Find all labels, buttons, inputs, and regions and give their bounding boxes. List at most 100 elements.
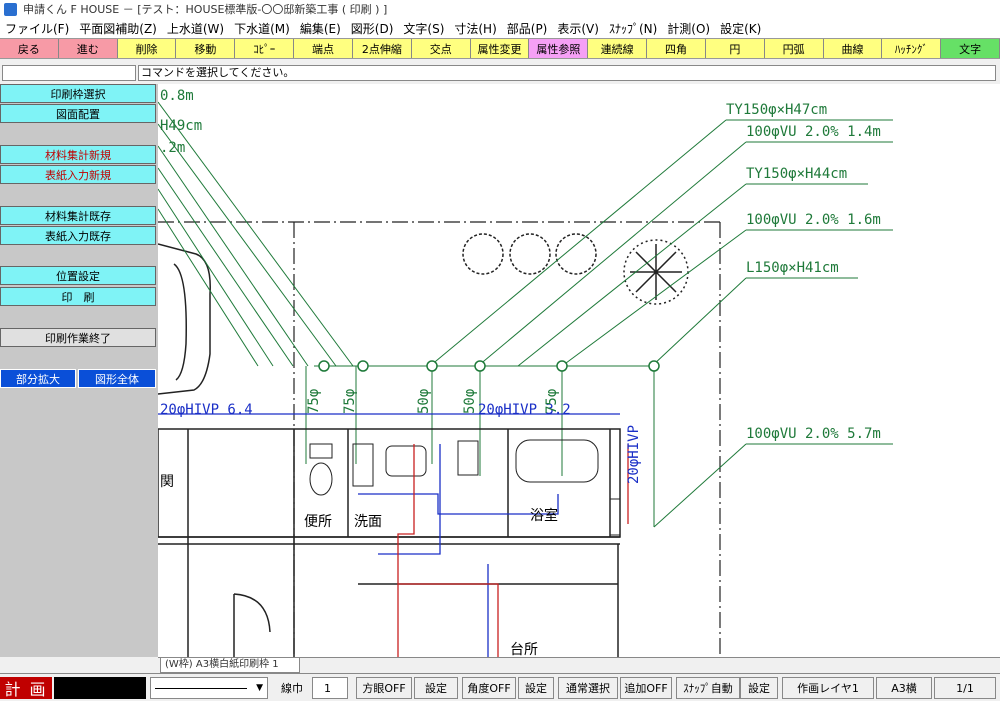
attribute-change-button[interactable]: 属性変更 <box>470 39 530 58</box>
material-new-button[interactable]: 材料集計新規 <box>0 145 156 164</box>
print-end-button[interactable]: 印刷作業終了 <box>0 328 156 347</box>
line-style-select[interactable]: ▼ <box>150 677 268 699</box>
room-toilet: 便所 <box>304 514 332 530</box>
attribute-reference-button[interactable]: 属性参照 <box>529 39 589 58</box>
linewidth-stepper[interactable]: 1 <box>312 677 348 699</box>
hatching-button[interactable]: ﾊｯﾁﾝｸﾞ <box>882 39 942 58</box>
title-bar: 申請くん F HOUSE － [テスト：HOUSE標準版-〇〇邸新築工事 ( 印… <box>0 0 1000 18</box>
room-entrance: 関 <box>160 474 174 490</box>
label-hivp64: 20φHIVP 6.4 <box>160 402 253 418</box>
tab-print-frame[interactable]: (W枠) A3横白紙印刷枠 1 <box>160 658 300 673</box>
whole-figure-button[interactable]: 図形全体 <box>78 369 156 388</box>
toolbar: 戻る 進む 削除 移動 ｺﾋﾟｰ 端点 2点伸縮 交点 属性変更 属性参照 連続… <box>0 38 1000 59</box>
intersection-button[interactable]: 交点 <box>411 39 471 58</box>
add-mode-toggle[interactable]: 追加OFF <box>620 677 672 699</box>
label-50b: 50φ <box>462 389 478 414</box>
label-08m: 0.8m <box>160 88 194 104</box>
menu-parts[interactable]: 部品(P) <box>506 21 548 36</box>
drawing-svg: 0.8m H49cm .2m TY150φ×H47cm 100φVU 2.0% … <box>158 88 893 657</box>
drawing-labels: 0.8m H49cm .2m TY150φ×H47cm 100φVU 2.0% … <box>160 88 881 657</box>
water-piping <box>158 413 629 657</box>
linewidth-label: 線巾 <box>272 677 312 699</box>
cover-existing-button[interactable]: 表紙入力既存 <box>0 226 156 245</box>
command-input[interactable] <box>2 65 136 81</box>
room-bath: 浴室 <box>530 507 558 524</box>
label-h49: H49cm <box>160 118 202 134</box>
pipe-leaders <box>158 101 893 528</box>
endpoint-button[interactable]: 端点 <box>294 39 353 58</box>
menu-file[interactable]: ファイル(F) <box>5 21 70 36</box>
copy-button[interactable]: ｺﾋﾟｰ <box>235 39 295 58</box>
linewidth-value: 1 <box>324 681 331 695</box>
material-existing-button[interactable]: 材料集計既存 <box>0 206 156 225</box>
snap-setting-button[interactable]: 設定 <box>740 677 778 699</box>
fixtures <box>309 439 621 536</box>
tab-bar: (W枠) A3横白紙印刷枠 1 <box>158 657 1000 673</box>
figure-place-button[interactable]: 図面配置 <box>0 104 156 123</box>
label-50a: 50φ <box>416 389 432 414</box>
cover-new-button[interactable]: 表紙入力新規 <box>0 165 156 184</box>
delete-button[interactable]: 削除 <box>117 39 177 58</box>
text-button[interactable]: 文字 <box>941 39 1000 58</box>
chevron-down-icon: ▼ <box>256 683 263 693</box>
page-indicator: 1/1 <box>934 677 996 699</box>
building-walls <box>158 428 621 657</box>
menu-water-supply[interactable]: 上水道(W) <box>166 21 225 36</box>
move-button[interactable]: 移動 <box>176 39 236 58</box>
command-line: コマンドを選択してください。 <box>0 64 1000 82</box>
window-title: 申請くん F HOUSE － [テスト：HOUSE標準版-〇〇邸新築工事 ( 印… <box>23 3 388 16</box>
position-setting-button[interactable]: 位置設定 <box>0 266 156 285</box>
forward-button[interactable]: 進む <box>58 39 118 58</box>
label-75a: 75φ <box>306 389 322 414</box>
partial-zoom-button[interactable]: 部分拡大 <box>0 369 76 388</box>
drawing-layer[interactable]: 作画レイヤ1 <box>782 677 874 699</box>
menu-settings[interactable]: 設定(K) <box>720 21 762 36</box>
grid-setting-button[interactable]: 設定 <box>414 677 458 699</box>
label-vu16: 100φVU 2.0% 1.6m <box>746 212 881 228</box>
label-ty47: TY150φ×H47cm <box>726 102 827 118</box>
label-ty44: TY150φ×H44cm <box>746 166 847 182</box>
two-point-stretch-button[interactable]: 2点伸縮 <box>352 39 412 58</box>
plan-label: 計 画 <box>0 677 52 699</box>
menu-shape[interactable]: 図形(D) <box>350 21 394 36</box>
print-button[interactable]: 印 刷 <box>0 287 156 306</box>
menu-bar: ファイル(F) 平面図補助(Z) 上水道(W) 下水道(M) 編集(E) 図形(… <box>0 18 1000 38</box>
label-hivp-vertical: 20φHIVP <box>626 425 642 484</box>
menu-measure[interactable]: 計測(O) <box>667 21 711 36</box>
menu-edit[interactable]: 編集(E) <box>299 21 341 36</box>
arc-button[interactable]: 円弧 <box>764 39 824 58</box>
menu-plan-assist[interactable]: 平面図補助(Z) <box>79 21 157 36</box>
circle-button[interactable]: 円 <box>705 39 765 58</box>
label-2m: .2m <box>160 140 185 156</box>
left-panel: 印刷枠選択 図面配置 材料集計新規 表紙入力新規 材料集計既存 表紙入力既存 位… <box>0 84 158 657</box>
curve-button[interactable]: 曲線 <box>823 39 883 58</box>
menu-snap[interactable]: ｽﾅｯﾌﾟ(N) <box>608 21 658 36</box>
label-75c: 75φ <box>544 389 560 414</box>
label-75b: 75φ <box>342 389 358 414</box>
back-button[interactable]: 戻る <box>0 39 59 58</box>
snap-mode[interactable]: ｽﾅｯﾌﾟ自動 <box>676 677 740 699</box>
polyline-button[interactable]: 連続線 <box>588 39 648 58</box>
menu-view[interactable]: 表示(V) <box>557 21 599 36</box>
status-message: コマンドを選択してください。 <box>138 65 996 81</box>
label-vu57: 100φVU 2.0% 5.7m <box>746 426 881 442</box>
menu-text[interactable]: 文字(S) <box>403 21 445 36</box>
room-wash: 洗面 <box>354 514 382 530</box>
color-swatch[interactable] <box>54 677 146 699</box>
label-hivp32: 20φHIVP 3.2 <box>478 402 571 418</box>
print-frame-select-button[interactable]: 印刷枠選択 <box>0 84 156 103</box>
car-outline <box>158 243 211 395</box>
select-mode[interactable]: 通常選択 <box>558 677 618 699</box>
rectangle-button[interactable]: 四角 <box>647 39 706 58</box>
label-l41: L150φ×H41cm <box>746 260 839 276</box>
menu-dimension[interactable]: 寸法(H) <box>454 21 497 36</box>
angle-setting-button[interactable]: 設定 <box>518 677 554 699</box>
manholes <box>318 360 660 372</box>
grid-toggle[interactable]: 方眼OFF <box>356 677 412 699</box>
line-style-sample <box>155 687 247 689</box>
label-vu14: 100φVU 2.0% 1.4m <box>746 124 881 140</box>
drawing-canvas[interactable]: 0.8m H49cm .2m TY150φ×H47cm 100φVU 2.0% … <box>158 84 1000 657</box>
paper-size: A3横 <box>876 677 932 699</box>
menu-sewer[interactable]: 下水道(M) <box>234 21 290 36</box>
angle-toggle[interactable]: 角度OFF <box>462 677 516 699</box>
